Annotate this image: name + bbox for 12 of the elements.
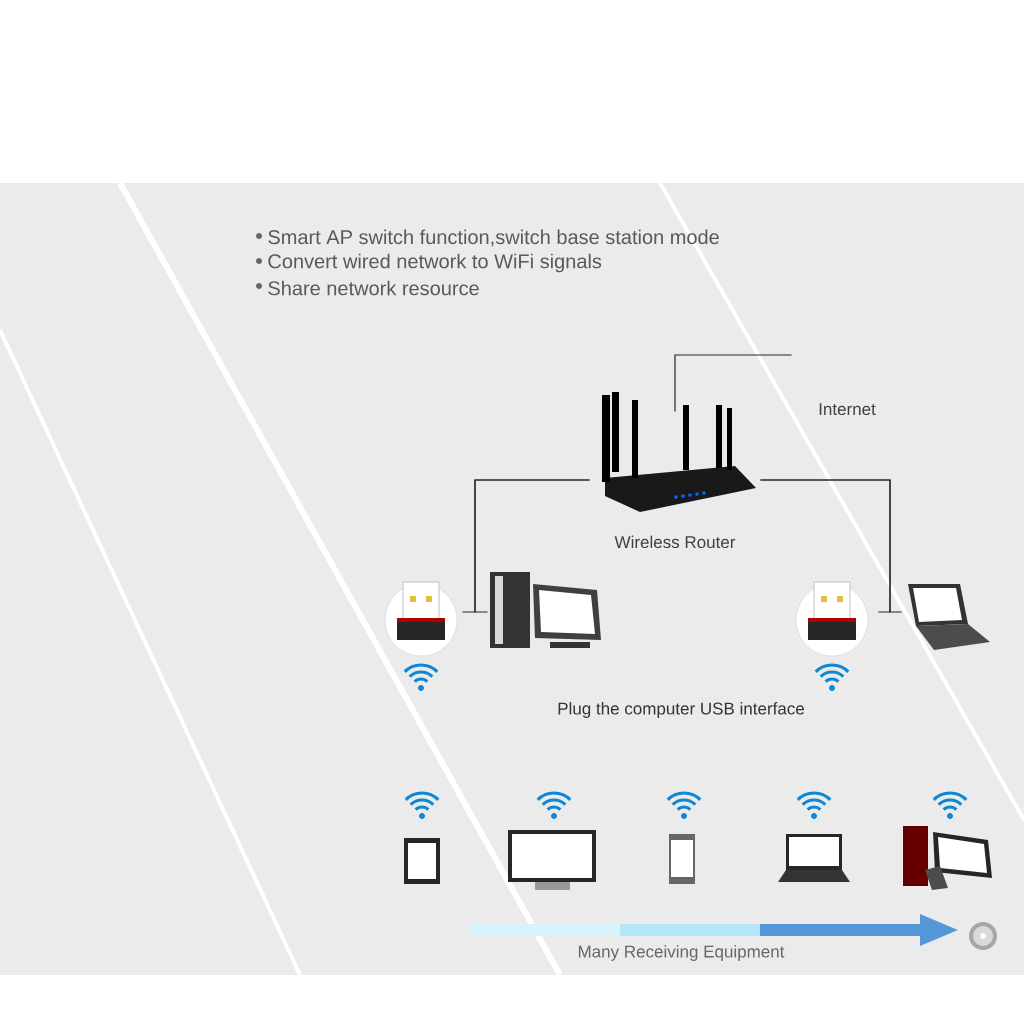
desktop-computer-drawing <box>490 572 601 648</box>
usb-adapter-drawing <box>795 581 869 657</box>
bullet-text: Convert wired network to WiFi signals <box>268 253 602 273</box>
caption-text: Plug the computer USB interface <box>558 702 804 718</box>
usb-adapter-drawing <box>384 581 458 657</box>
node-label: Internet <box>819 403 876 416</box>
node-label: Wireless Router <box>614 535 736 549</box>
connector-line <box>674 354 793 413</box>
laptop-drawing <box>908 584 990 650</box>
caption-text: Many Receiving Equipment <box>578 945 785 961</box>
bullet-text: Share network resource <box>268 280 479 296</box>
bullet-text: Smart AP switch function,switch base station mode <box>268 229 719 247</box>
